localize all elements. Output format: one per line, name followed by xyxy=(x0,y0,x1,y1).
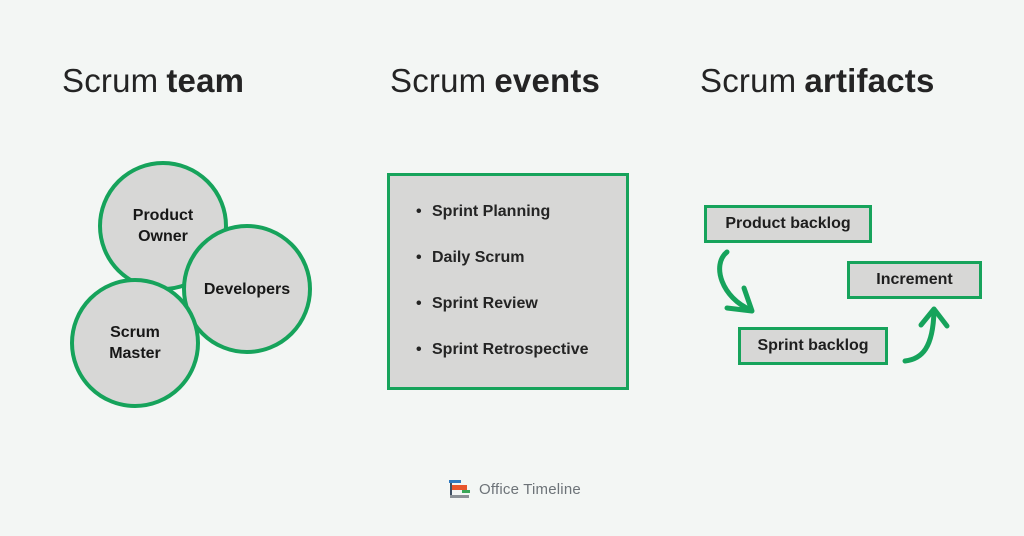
event-label: Sprint Retrospective xyxy=(432,341,589,358)
event-label: Sprint Planning xyxy=(432,203,551,220)
bullet-icon: • xyxy=(416,341,422,358)
artifact-box-product-backlog: Product backlog xyxy=(704,205,872,243)
heading-bold-text: artifacts xyxy=(804,62,935,99)
artifact-box-increment: Increment xyxy=(847,261,982,299)
list-item: • Sprint Review xyxy=(416,281,616,327)
circle-label: Scrum Master xyxy=(109,324,161,362)
artifact-label: Sprint backlog xyxy=(757,337,869,354)
office-timeline-brand: Office Timeline xyxy=(447,479,581,499)
circle-label: Product Owner xyxy=(132,207,194,245)
gantt-axis-line xyxy=(449,480,452,496)
heading-normal-text: Scrum xyxy=(62,62,159,99)
gantt-bar-green xyxy=(461,489,470,493)
bullet-icon: • xyxy=(416,249,422,266)
events-list-box: • Sprint Planning • Daily Scrum • Sprint… xyxy=(387,173,629,390)
gantt-bar-gray xyxy=(449,494,469,498)
heading-bold-text: events xyxy=(494,62,601,99)
bullet-icon: • xyxy=(416,295,422,312)
circle-product-owner: Product Owner xyxy=(98,161,228,291)
circle-scrum-master: Scrum Master xyxy=(70,278,200,408)
artifact-box-sprint-backlog: Sprint backlog xyxy=(738,327,888,365)
gantt-bar-orange xyxy=(451,485,467,490)
curved-arrow-down-right-icon xyxy=(717,249,755,314)
list-item: • Daily Scrum xyxy=(416,235,616,281)
heading-normal-text: Scrum xyxy=(700,62,797,99)
brand-name: Office Timeline xyxy=(479,480,581,498)
bullet-icon: • xyxy=(416,203,422,220)
curved-arrow-up-icon xyxy=(902,306,950,364)
list-item: • Sprint Retrospective xyxy=(416,327,616,373)
circle-label: Developers xyxy=(203,280,291,298)
office-timeline-logo-icon xyxy=(447,479,470,499)
circle-developers: Developers xyxy=(182,224,312,354)
event-label: Daily Scrum xyxy=(432,249,525,266)
heading-normal-text: Scrum xyxy=(390,62,487,99)
list-item: • Sprint Planning xyxy=(416,189,616,235)
artifact-label: Product backlog xyxy=(725,215,851,232)
heading-bold-text: team xyxy=(166,62,245,99)
gantt-bar-blue xyxy=(448,479,461,483)
artifact-label: Increment xyxy=(876,271,953,288)
event-label: Sprint Review xyxy=(432,295,538,312)
